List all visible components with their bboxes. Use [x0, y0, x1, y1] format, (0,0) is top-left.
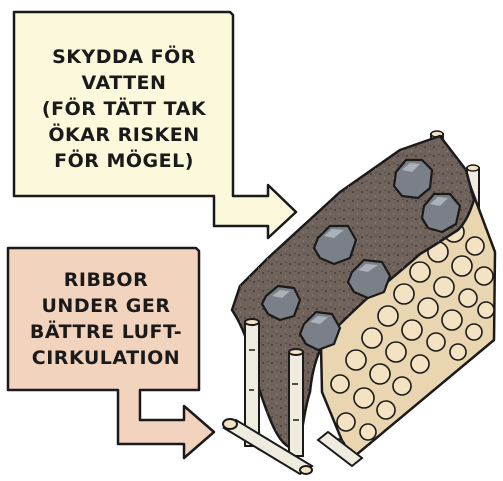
woodpile-illustration — [223, 131, 495, 474]
ribs-airflow-label: RIBBOR UNDER GER BÄTTRE LUFT- CIRKULATIO… — [16, 267, 196, 371]
water-label-line: ÖKAR RISKEN — [22, 122, 226, 148]
water-protection-label: SKYDDA FÖR VATTEN (FÖR TÄTT TAK ÖKAR RIS… — [22, 44, 226, 174]
water-label-line: FÖR MÖGEL) — [22, 148, 226, 174]
ribs-label-line: UNDER GER — [16, 293, 196, 319]
ribs-label-line: RIBBOR — [16, 267, 196, 293]
ribs-label-line: CIRKULATION — [16, 345, 196, 371]
ribs-label-line: BÄTTRE LUFT- — [16, 319, 196, 345]
water-label-line: SKYDDA FÖR — [22, 44, 226, 70]
water-label-line: (FÖR TÄTT TAK — [22, 96, 226, 122]
water-label-line: VATTEN — [22, 70, 226, 96]
